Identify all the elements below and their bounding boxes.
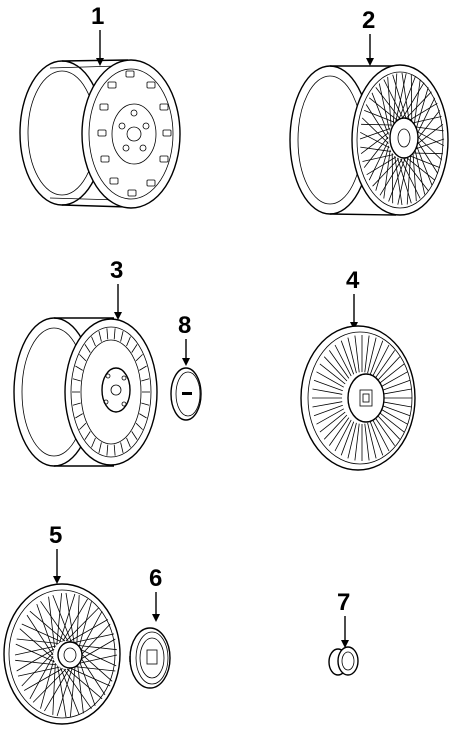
- callout-7: 7: [337, 589, 350, 616]
- leader-arrow-3: [114, 312, 122, 320]
- part-7-lug-cap: 7: [328, 589, 359, 676]
- leader-arrow-6: [152, 614, 160, 622]
- callout-6: 6: [149, 565, 162, 592]
- part-4-wheel-cover: 4: [300, 267, 416, 471]
- part-6-center-cap: 6: [129, 565, 171, 689]
- leader-arrow-8: [182, 358, 190, 366]
- part-2-alloy-wheel: 2: [289, 7, 449, 216]
- callout-8: 8: [178, 312, 191, 339]
- callout-1: 1: [91, 3, 104, 30]
- callout-3: 3: [110, 257, 123, 284]
- leader-arrow-1: [96, 58, 104, 66]
- callout-5: 5: [49, 522, 62, 549]
- part-1-steel-wheel: 1: [19, 3, 181, 209]
- leader-arrow-7: [341, 640, 349, 648]
- part-3-styled-wheel: 3: [13, 257, 158, 467]
- part-5-wire-wheel-cover: 5: [3, 522, 121, 725]
- leader-arrow-2: [366, 58, 374, 66]
- callout-4: 4: [346, 267, 360, 294]
- part-8-emblem-cap: 8: [170, 312, 202, 421]
- leader-arrow-5: [53, 576, 61, 584]
- callout-2: 2: [362, 7, 375, 34]
